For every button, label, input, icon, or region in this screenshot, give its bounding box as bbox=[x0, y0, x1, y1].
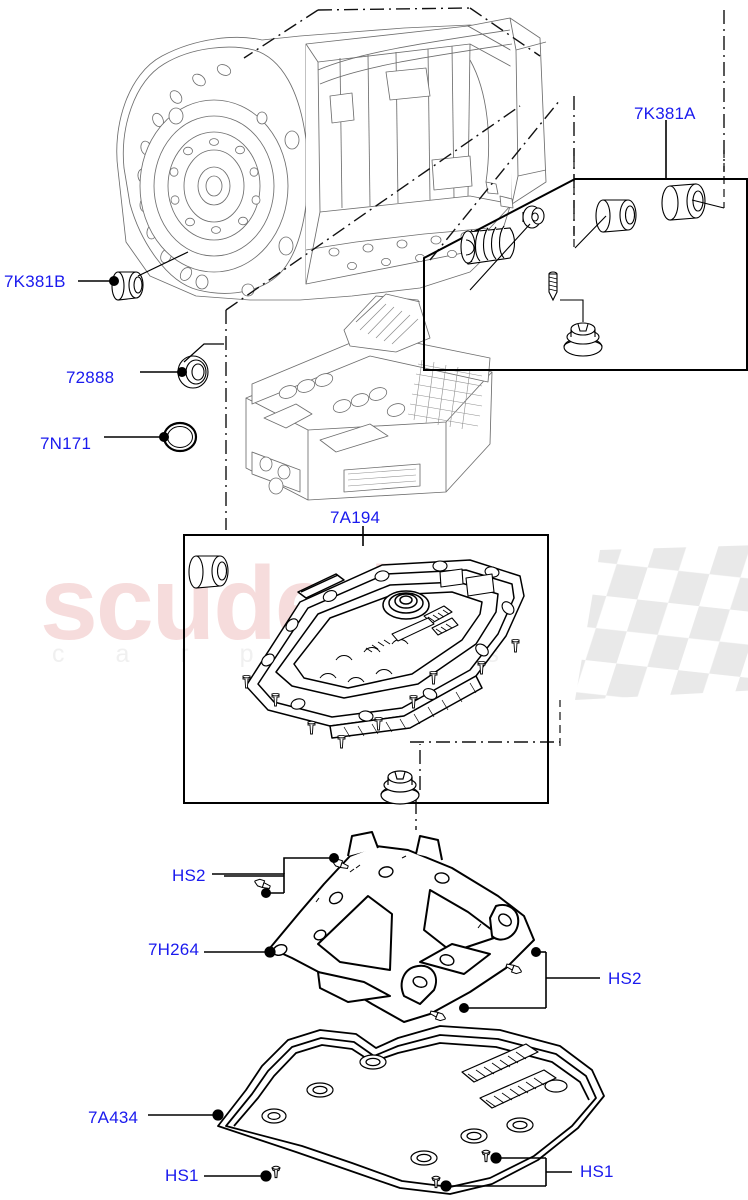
inset-panel-7K381A bbox=[423, 178, 748, 371]
callout-label-7K381A[interactable]: 7K381A bbox=[634, 104, 696, 123]
callout-leaders-hs2 bbox=[204, 852, 600, 1013]
callout-label-7K381B[interactable]: 7K381B bbox=[4, 272, 66, 291]
construction-lines bbox=[225, 7, 725, 830]
callout-label-hs1-left[interactable]: HS1 bbox=[165, 1166, 199, 1185]
transmission-mounting-bracket bbox=[269, 831, 535, 1023]
checkered-flag-watermark bbox=[575, 545, 748, 700]
callout-label-7A434[interactable]: 7A434 bbox=[88, 1108, 139, 1127]
callout-leaders-left bbox=[78, 251, 224, 442]
transmission-assembly bbox=[116, 17, 547, 301]
callout-label-hs2-right[interactable]: HS2 bbox=[608, 969, 642, 988]
callout-leaders-hs1 bbox=[148, 1109, 572, 1192]
valve-body-assembly bbox=[245, 293, 493, 501]
left-small-parts bbox=[111, 271, 209, 453]
transmission-under-shield bbox=[217, 1025, 605, 1195]
callout-label-7H264[interactable]: 7H264 bbox=[148, 940, 200, 959]
callout-label-hs2-top[interactable]: HS2 bbox=[172, 866, 206, 885]
callout-label-hs1-right[interactable]: HS1 bbox=[580, 1162, 614, 1181]
callout-label-7A194[interactable]: 7A194 bbox=[330, 508, 381, 527]
transmission-oil-pan-body bbox=[245, 559, 525, 739]
callout-label-72888[interactable]: 72888 bbox=[66, 368, 115, 387]
callout-label-7N171[interactable]: 7N171 bbox=[40, 434, 92, 453]
pan-drain-plug bbox=[188, 555, 229, 589]
oil-pan-panel bbox=[183, 534, 549, 804]
pan-bottom-plug bbox=[380, 770, 420, 805]
inset-plug-parts bbox=[460, 183, 725, 357]
